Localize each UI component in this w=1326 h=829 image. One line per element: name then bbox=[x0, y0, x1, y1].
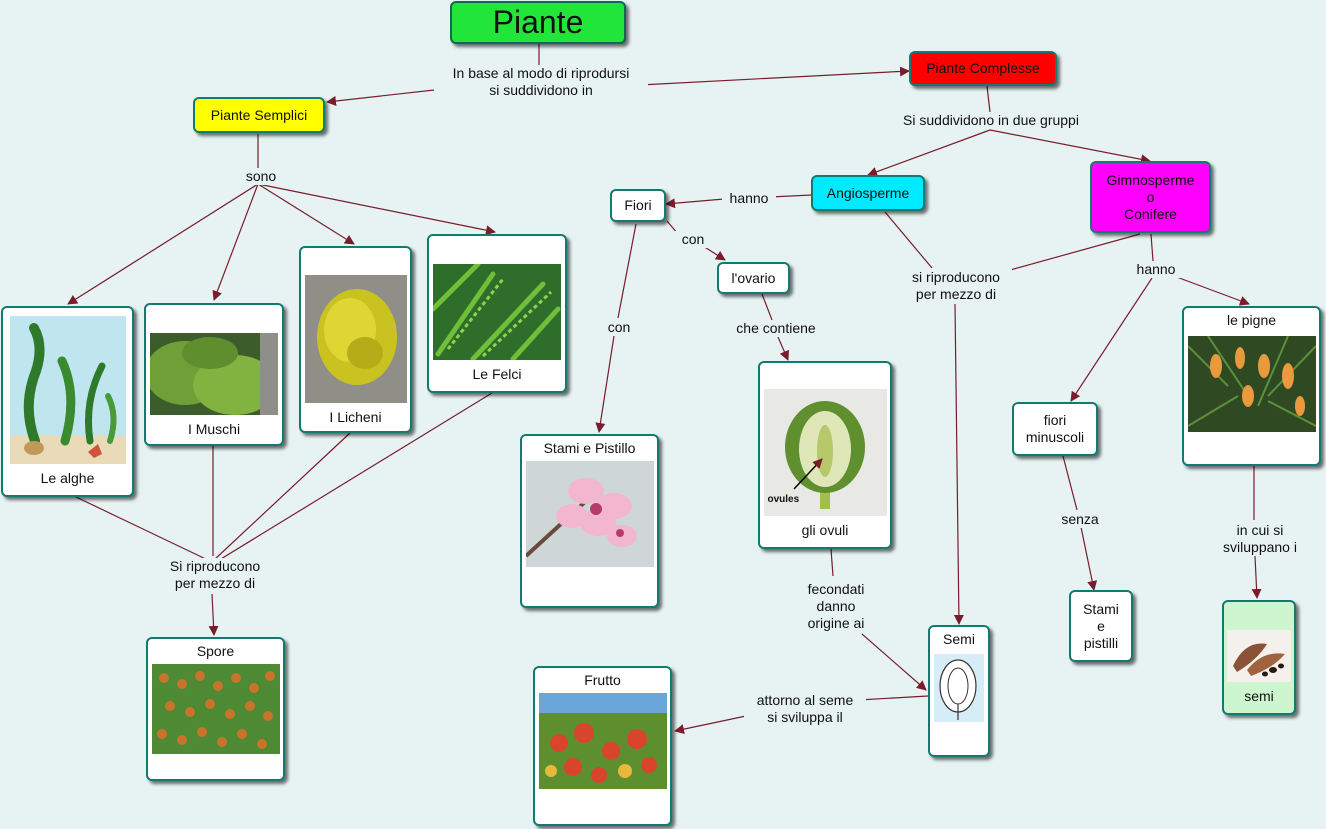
link-angio-hanno bbox=[769, 194, 813, 198]
label-attorno: attorno al seme si sviluppa il bbox=[744, 692, 866, 726]
node-gimnosperme[interactable]: Gimnosperme o Conifere bbox=[1090, 161, 1211, 233]
node-angiosperme[interactable]: Angiosperme bbox=[811, 175, 925, 211]
node-fiori[interactable]: Fiori bbox=[610, 189, 666, 222]
arrow-to-semi-gimno bbox=[1251, 555, 1262, 599]
arrow-to-pigne bbox=[1173, 275, 1250, 306]
node-le-felci[interactable]: Le Felci bbox=[427, 234, 567, 393]
label-pigne: le pigne bbox=[1226, 312, 1277, 328]
node-i-licheni[interactable]: I Licheni bbox=[299, 246, 412, 433]
node-piante-semplici[interactable]: Piante Semplici bbox=[193, 97, 325, 133]
label-spore: Spore bbox=[196, 643, 235, 659]
label-frutto: Frutto bbox=[584, 672, 621, 688]
label-stami-pistillo: Stami e Pistillo bbox=[543, 440, 636, 456]
label-con-ovario: con bbox=[675, 231, 711, 248]
stami-pistillo-photo bbox=[525, 461, 654, 567]
link-felci-spore bbox=[215, 392, 493, 563]
link-gimno-riproducono bbox=[1002, 233, 1141, 273]
node-piante[interactable]: Piante bbox=[450, 1, 626, 44]
arrow-to-ovuli bbox=[777, 336, 789, 361]
label-due-gruppi: Si suddividono in due gruppi bbox=[884, 112, 1098, 129]
label-i-muschi: I Muschi bbox=[187, 421, 241, 437]
label-senza: senza bbox=[1053, 511, 1107, 528]
node-piante-complesse[interactable]: Piante Complesse bbox=[909, 51, 1057, 86]
ovules-caption: ovules bbox=[767, 494, 800, 505]
arrow-to-ovario bbox=[702, 245, 726, 261]
node-pigne[interactable]: le pigne bbox=[1182, 306, 1321, 466]
arrow-fecondati-semi bbox=[861, 633, 927, 691]
label-in-cui: in cui si sviluppano i bbox=[1218, 522, 1302, 556]
arrow-to-stami-pistillo bbox=[595, 335, 615, 433]
label-che-contiene: che contiene bbox=[725, 320, 827, 337]
arrow-to-fiori bbox=[665, 198, 725, 209]
node-stami-pistilli[interactable]: Stami e pistilli bbox=[1069, 590, 1133, 662]
link-gimno-hanno bbox=[1150, 233, 1154, 262]
node-le-alghe[interactable]: Le alghe bbox=[1, 306, 134, 497]
arrow-to-angiosperme bbox=[867, 129, 991, 177]
frutto-photo bbox=[538, 693, 667, 789]
node-ovuli[interactable]: ovules gli ovuli bbox=[758, 361, 892, 549]
node-ovario[interactable]: l'ovario bbox=[717, 262, 790, 294]
pigne-photo bbox=[1187, 336, 1316, 432]
label-semi: Semi bbox=[943, 631, 975, 647]
link-alghe-spore bbox=[75, 496, 213, 563]
link-licheni-spore bbox=[213, 432, 351, 561]
arrow-to-semplici bbox=[326, 87, 453, 106]
felci-photo bbox=[433, 264, 561, 360]
label-semi-gimnosperme: semi bbox=[1244, 688, 1274, 704]
label-le-alghe: Le alghe bbox=[40, 470, 95, 486]
label-i-licheni: I Licheni bbox=[329, 409, 382, 425]
arrow-to-complesse bbox=[619, 66, 910, 87]
link-complesse bbox=[986, 85, 991, 113]
node-fiori-minuscoli[interactable]: fiori minuscoli bbox=[1012, 402, 1098, 456]
ovuli-photo: ovules bbox=[763, 389, 887, 516]
label-riproducono-semplici: Si riproducono per mezzo di bbox=[158, 558, 272, 592]
muschi-photo bbox=[150, 333, 278, 415]
licheni-photo bbox=[304, 275, 407, 403]
alghe-illustration bbox=[9, 316, 126, 464]
label-sono: sono bbox=[238, 168, 284, 185]
node-stami-pistillo[interactable]: Stami e Pistillo bbox=[520, 434, 659, 608]
label-hanno-angio: hanno bbox=[722, 190, 776, 207]
arrow-to-frutto bbox=[674, 715, 747, 735]
semi-gimnosperme-photo bbox=[1227, 630, 1291, 682]
arrow-to-semi bbox=[953, 303, 964, 625]
arrow-to-felci bbox=[257, 183, 496, 236]
label-riproducono-angio: si riproducono per mezzo di bbox=[900, 269, 1012, 303]
arrow-to-alghe bbox=[67, 183, 259, 305]
link-minuscoli-senza bbox=[1062, 455, 1078, 511]
arrow-to-gimnosperme bbox=[989, 129, 1151, 165]
arrow-to-spore bbox=[208, 593, 219, 636]
link-ovario-contiene bbox=[761, 293, 773, 321]
semi-illustration bbox=[934, 654, 984, 722]
link-ovuli-fecondati bbox=[830, 548, 834, 577]
node-frutto[interactable]: Frutto bbox=[533, 666, 672, 826]
arrow-to-muschi bbox=[212, 183, 259, 301]
label-ovuli: gli ovuli bbox=[801, 522, 849, 538]
arrow-to-stami-pistilli bbox=[1080, 526, 1098, 591]
node-semi-gimnosperme[interactable]: semi bbox=[1222, 600, 1296, 715]
link-semi-attorno bbox=[857, 695, 929, 701]
spore-photo bbox=[151, 664, 280, 754]
node-i-muschi[interactable]: I Muschi bbox=[144, 303, 284, 446]
node-spore[interactable]: Spore bbox=[146, 637, 285, 781]
link-fiori-con2 bbox=[617, 223, 637, 319]
label-le-felci: Le Felci bbox=[472, 366, 522, 382]
label-fecondati: fecondati danno origine ai bbox=[794, 581, 878, 632]
label-hanno-gimno: hanno bbox=[1129, 261, 1183, 278]
link-angio-riproducono bbox=[884, 211, 933, 269]
arrow-to-fiori-minuscoli bbox=[1070, 277, 1153, 402]
arrow-to-licheni bbox=[257, 183, 355, 245]
label-base-modo: In base al modo di riprodursi si suddivi… bbox=[434, 65, 648, 99]
label-con-stami: con bbox=[600, 319, 638, 336]
node-semi[interactable]: Semi bbox=[928, 625, 990, 757]
